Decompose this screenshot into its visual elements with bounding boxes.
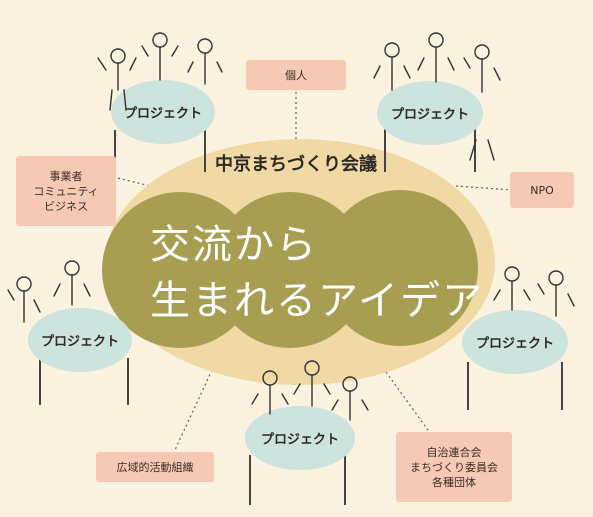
box-business-line2: コミュニティ <box>33 184 99 198</box>
project-label-bottom: プロジェクト <box>260 432 340 448</box>
people-group-mid-right <box>493 266 575 317</box>
idea-circle-right <box>322 190 478 346</box>
people-group-bottom <box>251 360 369 421</box>
table-mid-right <box>462 310 568 410</box>
project-tables <box>28 80 568 505</box>
box-regional: 広域的活動組織 <box>96 452 214 482</box>
people-figures <box>7 32 575 421</box>
box-neighborhood-line1: 自治連合会 <box>426 445 482 459</box>
people-group-top-right <box>373 32 501 161</box>
idea-circle-left <box>102 192 258 348</box>
table-top-left <box>111 80 215 172</box>
box-business: 事業者 コミュニティ ビジネス <box>16 156 116 226</box>
box-business-line1: 事業者 <box>49 169 83 183</box>
box-business-line3: ビジネス <box>44 199 88 213</box>
box-neighborhood-line3: 各種団体 <box>432 475 476 489</box>
connector-business <box>117 177 151 187</box>
box-individual-label: 個人 <box>285 68 307 82</box>
project-label-mid-left: プロジェクト <box>40 334 120 350</box>
box-individual: 個人 <box>246 60 346 90</box>
headline-line2: 生まれるアイデア <box>150 278 484 324</box>
box-neighborhood: 自治連合会 まちづくり委員会 各種団体 <box>396 432 512 502</box>
project-label-top-right: プロジェクト <box>390 107 470 123</box>
idea-circles <box>102 190 478 348</box>
box-neighborhood-line2: まちづくり委員会 <box>410 460 498 474</box>
project-label-mid-right: プロジェクト <box>475 336 555 352</box>
people-group-mid-left <box>7 260 91 323</box>
table-mid-left <box>28 308 132 405</box>
connector-regional <box>174 369 213 451</box>
box-npo: NPO <box>510 172 574 208</box>
idea-circle-middle <box>212 192 368 348</box>
table-top-right <box>377 81 483 172</box>
connector-lines <box>117 92 513 451</box>
headline-line1: 交流から <box>150 222 318 268</box>
box-npo-label: NPO <box>530 183 554 197</box>
council-title: 中京まちづくり会議 <box>215 154 377 175</box>
connector-npo <box>455 185 513 191</box>
people-group-top-left <box>97 32 223 111</box>
project-label-top-left: プロジェクト <box>123 106 203 122</box>
box-regional-label: 広域的活動組織 <box>116 460 194 474</box>
table-bottom <box>245 406 355 505</box>
